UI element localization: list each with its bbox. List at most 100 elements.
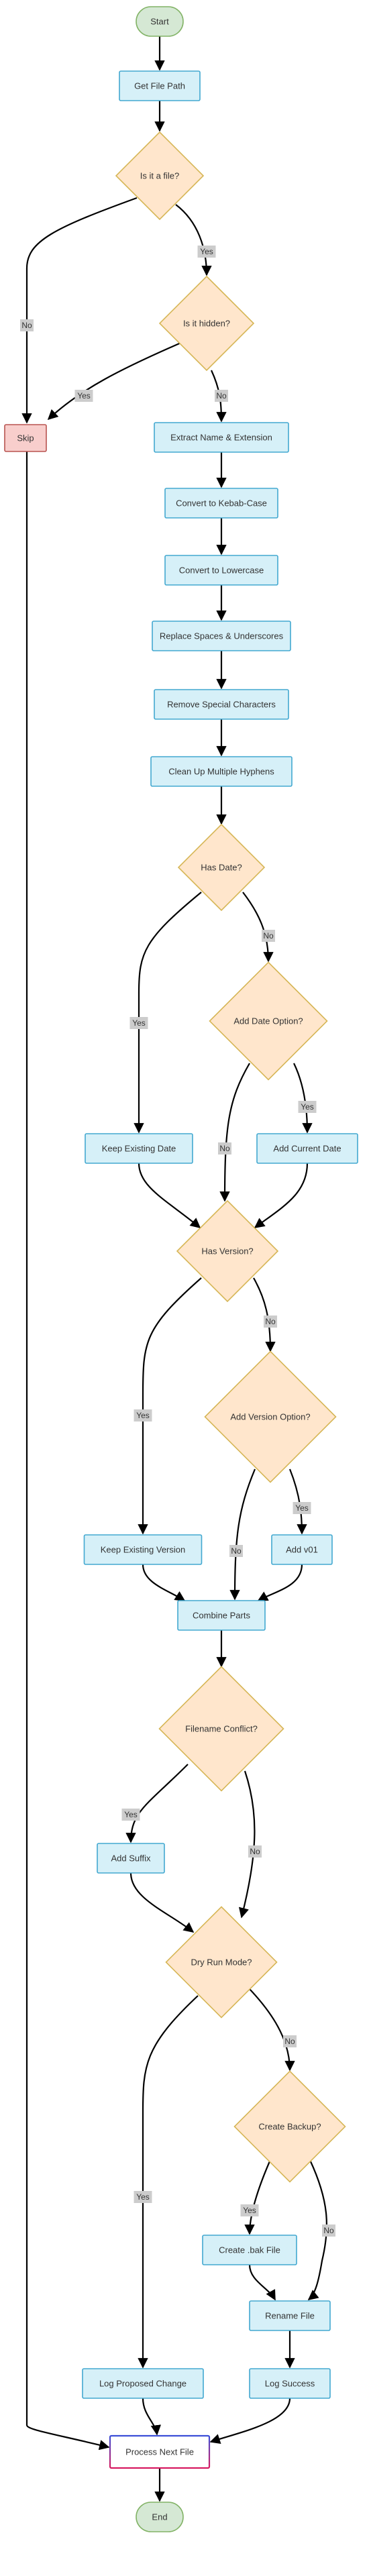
node-add-current-date: Add Current Date	[256, 1133, 358, 1164]
node-label: Extract Name & Extension	[170, 433, 272, 443]
edge-label-text: No	[231, 1546, 242, 1556]
process-shape	[85, 1133, 193, 1164]
decision-shape	[158, 1666, 284, 1792]
process-shape	[154, 422, 289, 453]
flow-arrow	[242, 892, 274, 963]
process-shape	[83, 1534, 203, 1565]
flow-arrow	[238, 1770, 256, 1919]
node-label: Get File Path	[134, 81, 185, 91]
node-process-next: Process Next File	[109, 2434, 211, 2469]
edge-label-text: Yes	[77, 391, 91, 400]
flow-arrow	[249, 1988, 295, 2072]
node-is-hidden: Is it hidden?	[158, 275, 255, 372]
node-label: Replace Spaces & Underscores	[160, 631, 284, 641]
node-keep-version: Keep Existing Version	[83, 1534, 203, 1565]
node-label: Filename Conflict?	[185, 1724, 258, 1734]
edge-label: No	[215, 390, 228, 402]
node-has-date: Has Date?	[177, 823, 266, 912]
edge-label-text: Yes	[136, 2192, 150, 2202]
node-start: Start	[136, 6, 184, 37]
node-label: Create .bak File	[219, 2245, 280, 2255]
node-label: Is it hidden?	[183, 319, 230, 329]
flow-arrow	[125, 1764, 189, 1843]
node-add-version-option: Add Version Option?	[204, 1350, 337, 1483]
edge-label-bg	[74, 390, 93, 402]
node-extract-name: Extract Name & Extension	[154, 422, 289, 453]
edge-label-bg	[215, 390, 228, 402]
node-label: Clean Up Multiple Hyphens	[168, 767, 274, 777]
edge-label: No	[229, 1545, 243, 1557]
node-label: Has Date?	[201, 863, 242, 873]
node-add-v01: Add v01	[271, 1534, 333, 1565]
node-label: Keep Existing Date	[102, 1144, 176, 1154]
node-label: Convert to Kebab-Case	[176, 498, 267, 508]
edge-label: Yes	[74, 390, 93, 402]
process-shape	[4, 424, 47, 452]
decision-shape	[209, 961, 328, 1081]
edge-label: Yes	[134, 1409, 152, 1421]
terminal-shape	[136, 6, 184, 37]
node-label: Add Suffix	[111, 1854, 151, 1864]
process-shape	[256, 1133, 358, 1164]
flow-arrow	[47, 341, 183, 421]
node-cleanup-hyphens: Clean Up Multiple Hyphens	[150, 756, 293, 787]
node-label: Log Proposed Change	[99, 2379, 187, 2389]
flow-arrow	[21, 197, 138, 424]
node-is-file: Is it a file?	[115, 131, 205, 221]
edge-label-text: No	[263, 931, 274, 941]
node-conflict: Filename Conflict?	[158, 1666, 284, 1792]
flow-arrow	[293, 1063, 313, 1134]
node-dry-run: Dry Run Mode?	[165, 1906, 278, 2019]
node-label: Rename File	[265, 2311, 315, 2321]
edge-label: Yes	[197, 246, 216, 258]
decision-shape	[177, 823, 266, 912]
edge-label: Yes	[121, 1809, 140, 1821]
process-shape	[119, 70, 201, 101]
edge-label: Yes	[129, 1017, 148, 1029]
node-keep-date: Keep Existing Date	[85, 1133, 193, 1164]
node-get-file-path: Get File Path	[119, 70, 201, 101]
node-label: Add Version Option?	[230, 1412, 310, 1422]
process-shape	[152, 621, 291, 651]
flow-arrow	[142, 2398, 162, 2436]
node-kebab: Convert to Kebab-Case	[164, 488, 278, 519]
node-label: Log Success	[265, 2379, 315, 2389]
edge-label-text: Yes	[301, 1102, 314, 1112]
edge-label: Yes	[134, 2191, 152, 2203]
flow-arrow	[134, 892, 202, 1134]
flow-arrow	[254, 1163, 309, 1228]
edge-label-text: No	[21, 321, 32, 330]
flow-arrow	[229, 1468, 256, 1601]
flow-arrow	[142, 1564, 186, 1601]
process-shape	[271, 1534, 333, 1565]
edge-label-text: No	[216, 391, 227, 400]
edge-label-text: No	[284, 2037, 295, 2046]
edge-label-bg	[262, 930, 275, 942]
edge-label: Yes	[293, 1502, 311, 1514]
edge-label-bg	[197, 246, 216, 258]
flow-arrow	[138, 1995, 199, 2369]
flow-arrow	[25, 451, 110, 2451]
node-label: Has Version?	[201, 1246, 253, 1256]
node-label: Keep Existing Version	[101, 1545, 185, 1555]
edge-label: No	[283, 2035, 297, 2047]
decision-shape	[233, 2070, 346, 2183]
process-shape	[249, 2300, 331, 2331]
process-shape	[109, 2434, 211, 2469]
node-label: Create Backup?	[258, 2122, 321, 2132]
node-label: Convert to Lowercase	[179, 566, 264, 576]
edge-label-text: Yes	[295, 1503, 309, 1513]
edge-label-bg	[229, 1545, 243, 1557]
decision-shape	[176, 1199, 279, 1303]
node-lowercase: Convert to Lowercase	[164, 555, 278, 586]
process-shape	[97, 1843, 165, 1874]
node-end: End	[136, 2502, 184, 2532]
edge-label-bg	[322, 2224, 335, 2237]
node-label: Process Next File	[125, 2447, 194, 2457]
process-shape	[150, 756, 293, 787]
flow-arrow	[219, 1063, 250, 1202]
edge-label-text: Yes	[124, 1810, 138, 1819]
flow-arrow	[175, 204, 212, 276]
process-shape	[82, 2368, 204, 2399]
edge-label-bg	[134, 2191, 152, 2203]
